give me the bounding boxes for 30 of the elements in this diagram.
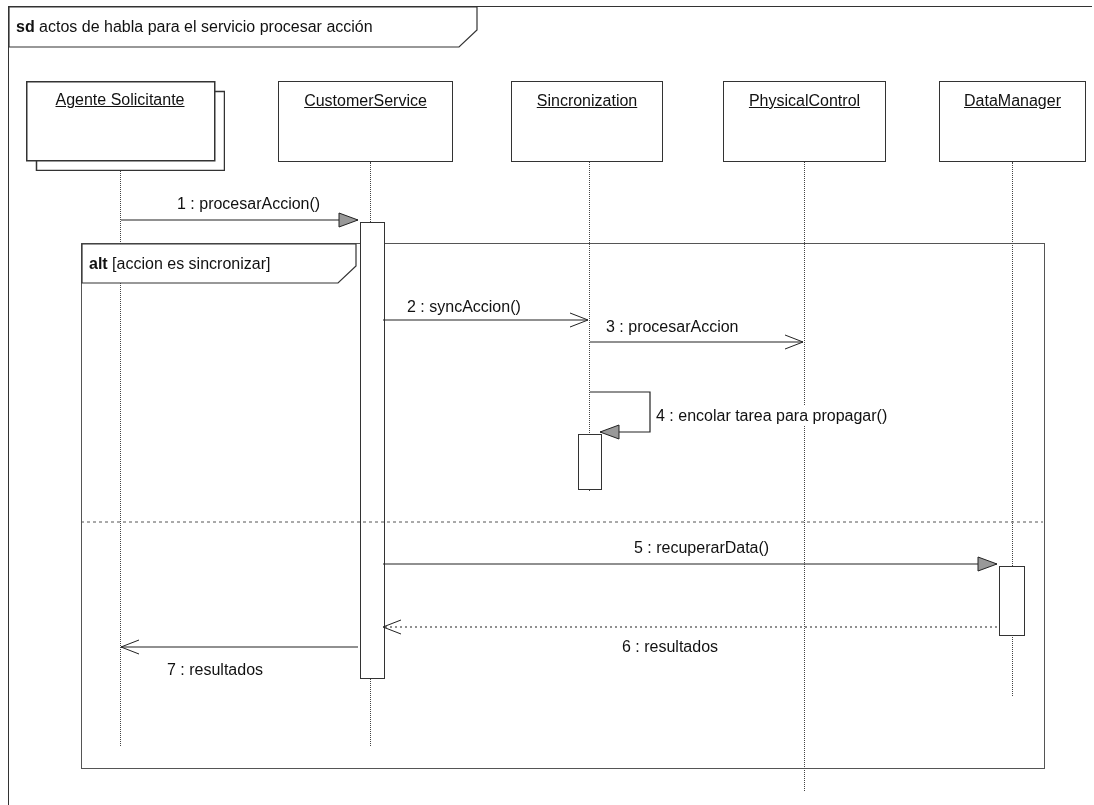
message-arrow (382, 312, 589, 328)
lifeline (589, 162, 591, 491)
frame-title: sd actos de habla para el servicio procesar acción (16, 17, 373, 37)
object-name: Agente Solicitante (54, 91, 186, 109)
object-name: Sincronization (535, 92, 639, 110)
activation-bar (999, 566, 1025, 636)
object-name: PhysicalControl (747, 92, 862, 110)
message-label: 1 : procesarAccion() (175, 194, 323, 214)
message-label: 3 : procesarAccion (604, 317, 741, 337)
multiobject-lifeline-head (26, 81, 225, 171)
lifeline (1012, 162, 1014, 696)
message-arrow (382, 556, 998, 572)
lifeline-head (939, 81, 1086, 162)
activation-bar (578, 434, 602, 490)
message-arrow (589, 334, 804, 350)
message-arrow (589, 391, 651, 440)
lifeline-head (511, 81, 663, 162)
message-label: 4 : encolar tarea para propagar() (654, 406, 890, 426)
message-arrow (120, 212, 359, 228)
object-name: DataManager (963, 92, 1062, 110)
object-name: CustomerService (303, 92, 428, 110)
lifeline-head (723, 81, 886, 162)
message-label: 5 : recuperarData() (632, 538, 772, 558)
message-arrow (120, 639, 359, 655)
fragment-guard: alt [accion es sincronizar] (89, 253, 271, 274)
activation-bar (360, 222, 385, 679)
lifeline (120, 171, 122, 746)
lifeline-head (278, 81, 453, 162)
message-label: 2 : syncAccion() (405, 297, 523, 317)
message-arrow (382, 619, 998, 635)
